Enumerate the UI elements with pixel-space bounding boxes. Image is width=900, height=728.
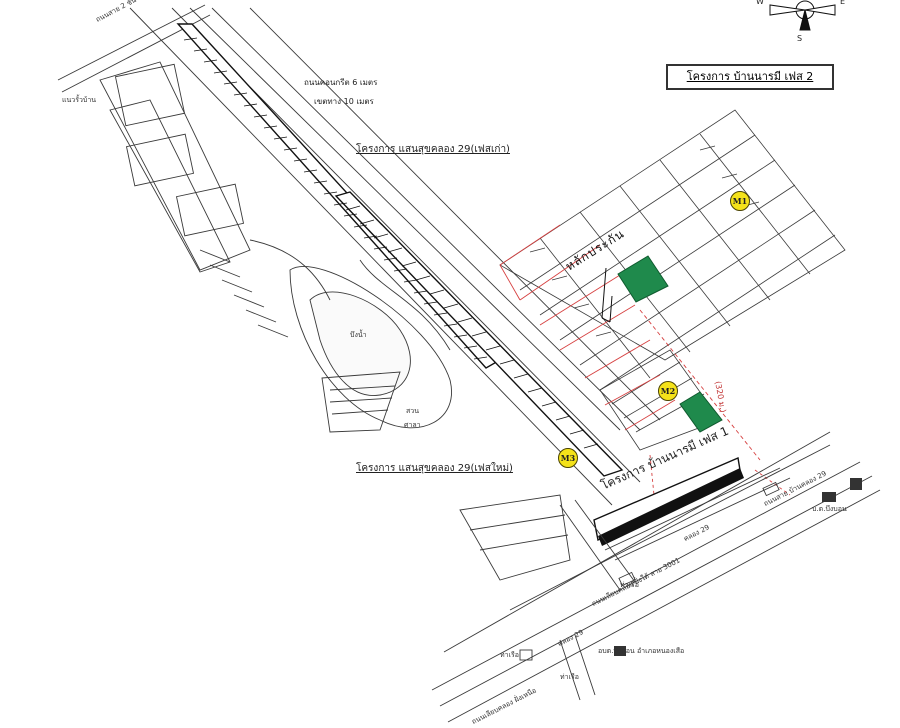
ferry-label-3: ท่าเรือ [620,581,639,589]
compass-rose [769,0,836,31]
marker-m2: M2 [658,381,678,401]
phase2-grid [499,109,846,451]
green-lots [617,255,723,433]
guarantee-pointer [601,267,613,323]
old-phase-label: โครงการ แสนสุขคลอง 29(เฟสเก่า) [356,144,510,155]
road-note-line2: เขตทาง 10 เมตร [314,97,374,106]
marker-m1: M1 [730,191,750,211]
building-label-right: บ.ต.บึงบอน [812,505,847,513]
building-label-bottom: อบต.บึงบอน อำเภอหนองเสือ [598,647,685,655]
compass-w: W [756,0,764,6]
ferry-label-1: ท่าเรือ [500,651,519,659]
ferry-label-2: ท่าเรือ [560,673,579,681]
ferry-icons [614,478,862,656]
main-roads [431,431,881,723]
road-note-line1: ถนนคอนกรีต 6 เมตร [304,78,378,87]
phase1-block [593,457,744,546]
green-lot-1 [617,255,669,303]
old-phase-hatch [183,37,599,449]
park-label-2: สวน [406,407,419,415]
project-title-box: โครงการ บ้านนารมี เฟส 2 [666,64,834,90]
mark-label: ศาลา [404,421,421,429]
red-boundary [499,224,791,506]
old-phase-area [57,4,661,581]
park-label: บึงน้ำ [350,331,367,339]
compass-e: E [840,0,846,6]
top-left-small-label: แนวรั้วบ้าน [62,96,97,104]
new-phase-label: โครงการ แสนสุขคลอง 29(เฟสใหม่) [356,463,513,474]
marker-m3: M3 [558,448,578,468]
compass-s: S [797,34,803,43]
green-lot-2 [679,391,723,433]
